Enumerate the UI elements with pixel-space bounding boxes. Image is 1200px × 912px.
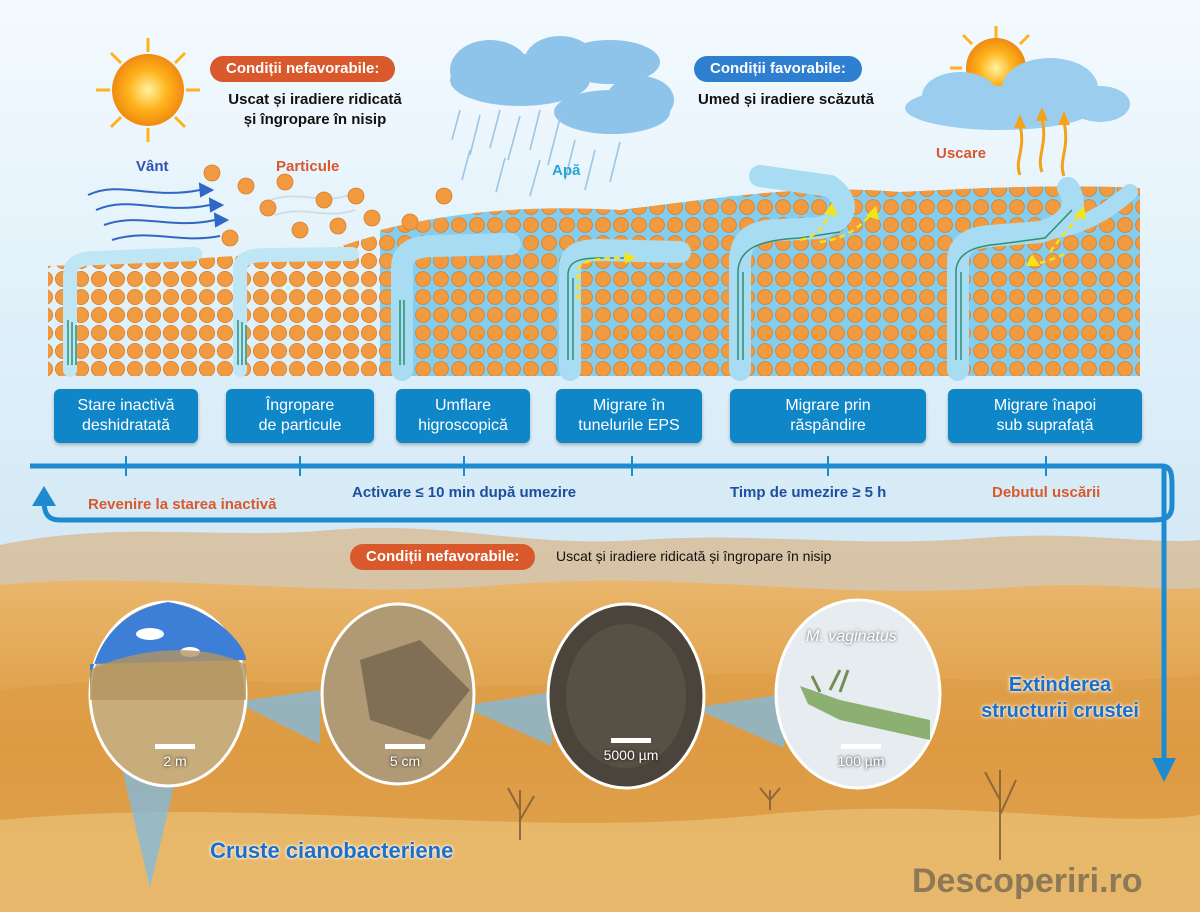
bottom-unfavorable-text: Uscat și iradiere ridicată și îngropare … — [556, 548, 832, 564]
stage-particle-burial: Îngropare de particule — [226, 389, 374, 443]
crust-expansion-label: Extinderea structurii crustei — [970, 672, 1150, 724]
stage-line1: Migrare în — [592, 397, 665, 414]
stage-line2: sub suprafață — [996, 417, 1094, 434]
stage-line2: de particule — [258, 417, 342, 434]
stage-dehydrated: Stare inactivă deshidratată — [54, 389, 198, 443]
scale-label: 5000 µm — [603, 747, 659, 763]
wind-icon — [87, 182, 230, 241]
stage-hygroscopic-swelling: Umflare higroscopică — [396, 389, 530, 443]
flow-return-label: Revenire la starea inactivă — [88, 496, 277, 513]
unfavorable-badge: Condiții nefavorabile: — [210, 56, 396, 82]
stage-eps-migration: Migrare în tunelurile EPS — [556, 389, 702, 443]
bottom-unfavorable-badge: Condiții nefavorabile: — [350, 544, 536, 570]
scale-label: 5 cm — [389, 753, 421, 769]
scale-bar-100um: 100 µm — [816, 744, 906, 769]
scale-bar-2m: 2 m — [130, 744, 220, 769]
stage-line1: Umflare — [434, 397, 491, 414]
stage-spreading-migration: Migrare prin răspândire — [730, 389, 926, 443]
favorable-badge: Condiții favorabile: — [694, 56, 862, 82]
drying-label: Uscare — [936, 145, 987, 162]
stage-line2: răspândire — [790, 417, 866, 434]
stage-line1: Îngropare — [265, 397, 335, 414]
unfavorable-text: Uscat și iradiere ridicată și îngropare … — [210, 90, 420, 130]
unfavorable-text-line2: și îngropare în nisip — [243, 111, 387, 128]
stage-back-migration: Migrare înapoi sub suprafață — [948, 389, 1142, 443]
cloud-icon — [450, 36, 674, 134]
scale-bar-5cm: 5 cm — [360, 744, 450, 769]
species-label: M. vaginatus — [806, 628, 897, 645]
scale-label: 100 µm — [837, 753, 885, 769]
scale-bar-5000um: 5000 µm — [586, 738, 676, 763]
crust-expansion-line1: Extinderea — [1008, 674, 1112, 696]
watermark: Descoperiri.ro — [912, 862, 1143, 900]
wind-label: Vânt — [136, 158, 169, 175]
unfavorable-text-line1: Uscat și iradiere ridicată — [228, 91, 402, 108]
flow-wet-time-label: Timp de umezire ≥ 5 h — [730, 484, 887, 501]
flow-activation-label: Activare ≤ 10 min după umezire — [352, 484, 577, 501]
cloud-right-icon — [905, 58, 1130, 130]
stage-line1: Migrare înapoi — [993, 397, 1097, 414]
flow-drying-start-label: Debutul uscării — [992, 484, 1101, 501]
photo-circles — [88, 598, 942, 790]
stage-line1: Migrare prin — [785, 397, 871, 414]
stage-line1: Stare inactivă — [77, 397, 175, 414]
stage-line2: higroscopică — [418, 417, 508, 434]
rain-icon — [451, 109, 621, 197]
particles-label: Particule — [276, 158, 340, 175]
flow-line — [30, 463, 1175, 760]
water-label: Apă — [552, 162, 581, 179]
crust-expansion-line2: structurii crustei — [981, 700, 1139, 722]
scale-label: 2 m — [163, 753, 187, 769]
stage-line2: deshidratată — [81, 417, 171, 434]
sun-left-icon — [96, 38, 200, 142]
stage-line2: tunelurile EPS — [578, 417, 680, 434]
favorable-text: Umed și iradiere scăzută — [698, 91, 874, 108]
cyanobacterial-crusts-label: Cruste cianobacteriene — [210, 838, 454, 863]
